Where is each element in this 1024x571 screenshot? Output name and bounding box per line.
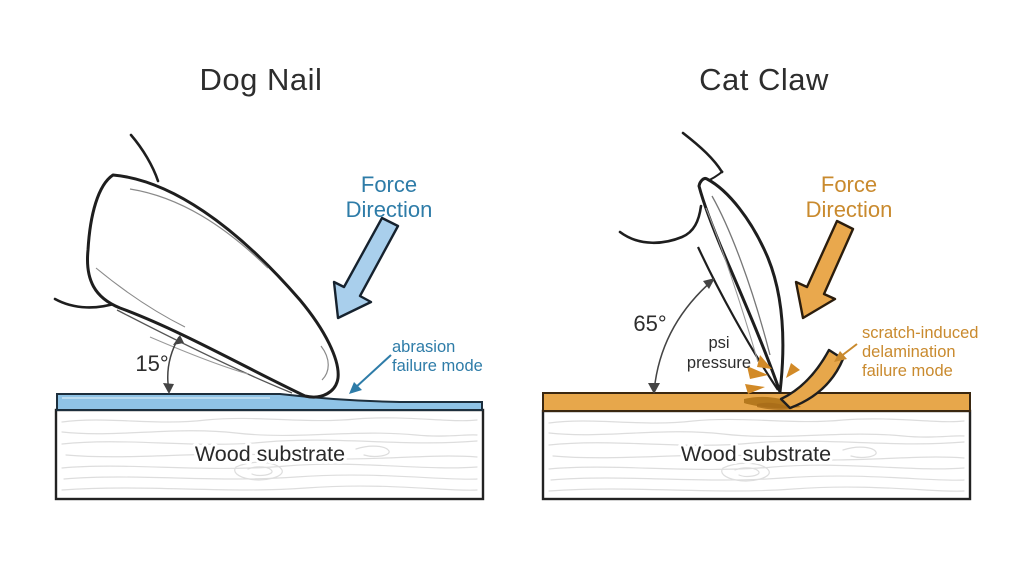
failure-mode-label-left-line1: abrasion <box>392 338 455 356</box>
failure-leader-arrowhead-left <box>349 382 362 394</box>
wood-substrate-label-left: Wood substrate <box>195 442 345 466</box>
dog-nail-highlight-top <box>129 188 269 269</box>
force-arrow-right <box>794 219 855 320</box>
force-arrow-left <box>332 216 400 320</box>
impact-sparks <box>745 355 800 394</box>
force-direction-label-right-line2: Direction <box>806 197 893 222</box>
spark-wedge-1 <box>747 366 768 379</box>
dog-fur-line-top <box>129 133 160 183</box>
angle-label-left: 15° <box>135 351 168 376</box>
angle-arc-right-arrowhead-bottom <box>648 383 660 394</box>
angle-arc-right-arrowhead-top <box>703 278 715 289</box>
wood-substrate-box-right <box>541 409 972 501</box>
spark-wedge-3 <box>757 355 772 369</box>
psi-pressure-label-line1: psi <box>708 334 729 352</box>
failure-mode-label-right-line1: scratch-induced <box>862 324 978 342</box>
wood-substrate-label-right: Wood substrate <box>681 442 831 466</box>
cat-claw-panel: Cat Claw Force Direction 6 <box>541 62 978 501</box>
failure-leader-arrowhead-right <box>834 351 847 362</box>
angle-arc-left-arrowhead-bottom <box>163 383 174 394</box>
cat-toe-pad-outline <box>618 204 703 245</box>
cat-panel-title: Cat Claw <box>699 62 829 97</box>
angle-arc-right <box>653 279 714 393</box>
failure-mode-label-right-line3: failure mode <box>862 362 953 380</box>
cat-claw-shape <box>697 177 785 394</box>
spark-wedge-4 <box>786 363 800 378</box>
cat-claw-detail-line1 <box>711 195 771 356</box>
force-direction-label-right-line1: Force <box>821 172 877 197</box>
dog-nail-tip-arc <box>320 345 329 381</box>
cat-claw-detail-line2 <box>705 207 759 363</box>
dog-nail-panel: Dog Nail Force Direction 15° abrasion fa… <box>53 62 485 501</box>
dog-nail-highlight-left <box>95 267 186 328</box>
cat-fur-line-top <box>681 131 724 174</box>
psi-pressure-label-line2: pressure <box>687 354 751 372</box>
dog-panel-title: Dog Nail <box>200 62 323 97</box>
force-direction-label-left-line1: Force <box>361 172 417 197</box>
cat-claw-inner-edge <box>697 246 779 391</box>
coating-gouge-streak2 <box>757 402 793 410</box>
angle-label-right: 65° <box>633 311 666 336</box>
failure-leader-line-left <box>354 354 392 389</box>
dog-nail-underside-line <box>116 309 293 394</box>
failure-mode-label-right-line2: delamination <box>862 343 956 361</box>
spark-wedge-2 <box>745 384 765 394</box>
dog-nail-underside-line2 <box>149 336 249 375</box>
angle-arc-left-arrowhead-top <box>173 335 184 345</box>
coating-layer-left <box>56 393 483 411</box>
dog-nail-shape <box>85 173 340 399</box>
failure-mode-label-left-line2: failure mode <box>392 357 483 375</box>
force-direction-label-left-line2: Direction <box>346 197 433 222</box>
